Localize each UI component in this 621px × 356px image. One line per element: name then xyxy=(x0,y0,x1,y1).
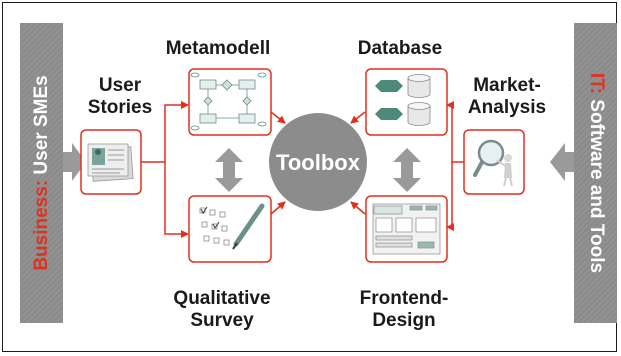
market-analysis-box xyxy=(463,129,525,195)
connector-database-to-toolbox xyxy=(350,111,366,124)
it-bar: IT: Software and Tools xyxy=(574,23,617,323)
connector-frontend-to-toolbox xyxy=(350,201,366,215)
it-input-arrow xyxy=(550,143,574,181)
heading-frontend-design-line-2: Design xyxy=(372,310,436,331)
toolbox-label: Toolbox xyxy=(276,150,361,175)
heading-qualitative-survey-line-1: Qualitative xyxy=(173,288,271,309)
heading-frontend-design: Frontend- Design xyxy=(344,288,464,332)
heading-user-stories-line-1: User xyxy=(98,75,142,96)
connector-metamodell-to-toolbox xyxy=(270,111,286,124)
connector-market-to-database xyxy=(446,101,464,163)
metamodell-survey-double-arrow xyxy=(215,148,243,192)
qualitative-survey-box xyxy=(188,195,272,263)
connector-stories-to-survey xyxy=(164,162,189,238)
heading-market-analysis-line-2: Analysis xyxy=(467,97,547,118)
frontend-design-box xyxy=(365,195,448,263)
toolbox-hub xyxy=(269,113,367,211)
document-stack-icon xyxy=(87,143,134,182)
heading-frontend-design-line-1: Frontend- xyxy=(359,288,449,309)
heading-database: Database xyxy=(357,38,443,59)
heading-market-analysis: Market- Analysis xyxy=(452,75,562,119)
heading-user-stories-line-2: Stories xyxy=(87,97,153,118)
connector-market-to-frontend xyxy=(446,162,454,231)
metamodell-box xyxy=(188,68,272,136)
er-diagram-icon xyxy=(190,72,267,131)
business-input-arrow xyxy=(63,143,86,181)
database-box xyxy=(365,68,448,136)
business-bar: Business: User SMEs xyxy=(20,23,63,323)
database-cylinders-icon xyxy=(375,74,431,126)
checklist-pen-icon xyxy=(199,203,265,250)
heading-qualitative-survey: Qualitative Survey xyxy=(162,288,282,332)
ui-mockup-icon xyxy=(372,203,441,255)
connector-survey-to-toolbox xyxy=(270,201,286,215)
heading-qualitative-survey-line-2: Survey xyxy=(190,310,254,331)
heading-market-analysis-line-1: Market- xyxy=(473,75,541,96)
connector-stories-to-metamodell xyxy=(141,101,189,163)
user-stories-box xyxy=(80,129,142,195)
magnifier-figure-icon xyxy=(473,139,513,187)
database-frontend-double-arrow xyxy=(393,148,421,192)
heading-metamodell: Metamodell xyxy=(165,38,271,59)
heading-user-stories: User Stories xyxy=(80,75,160,119)
